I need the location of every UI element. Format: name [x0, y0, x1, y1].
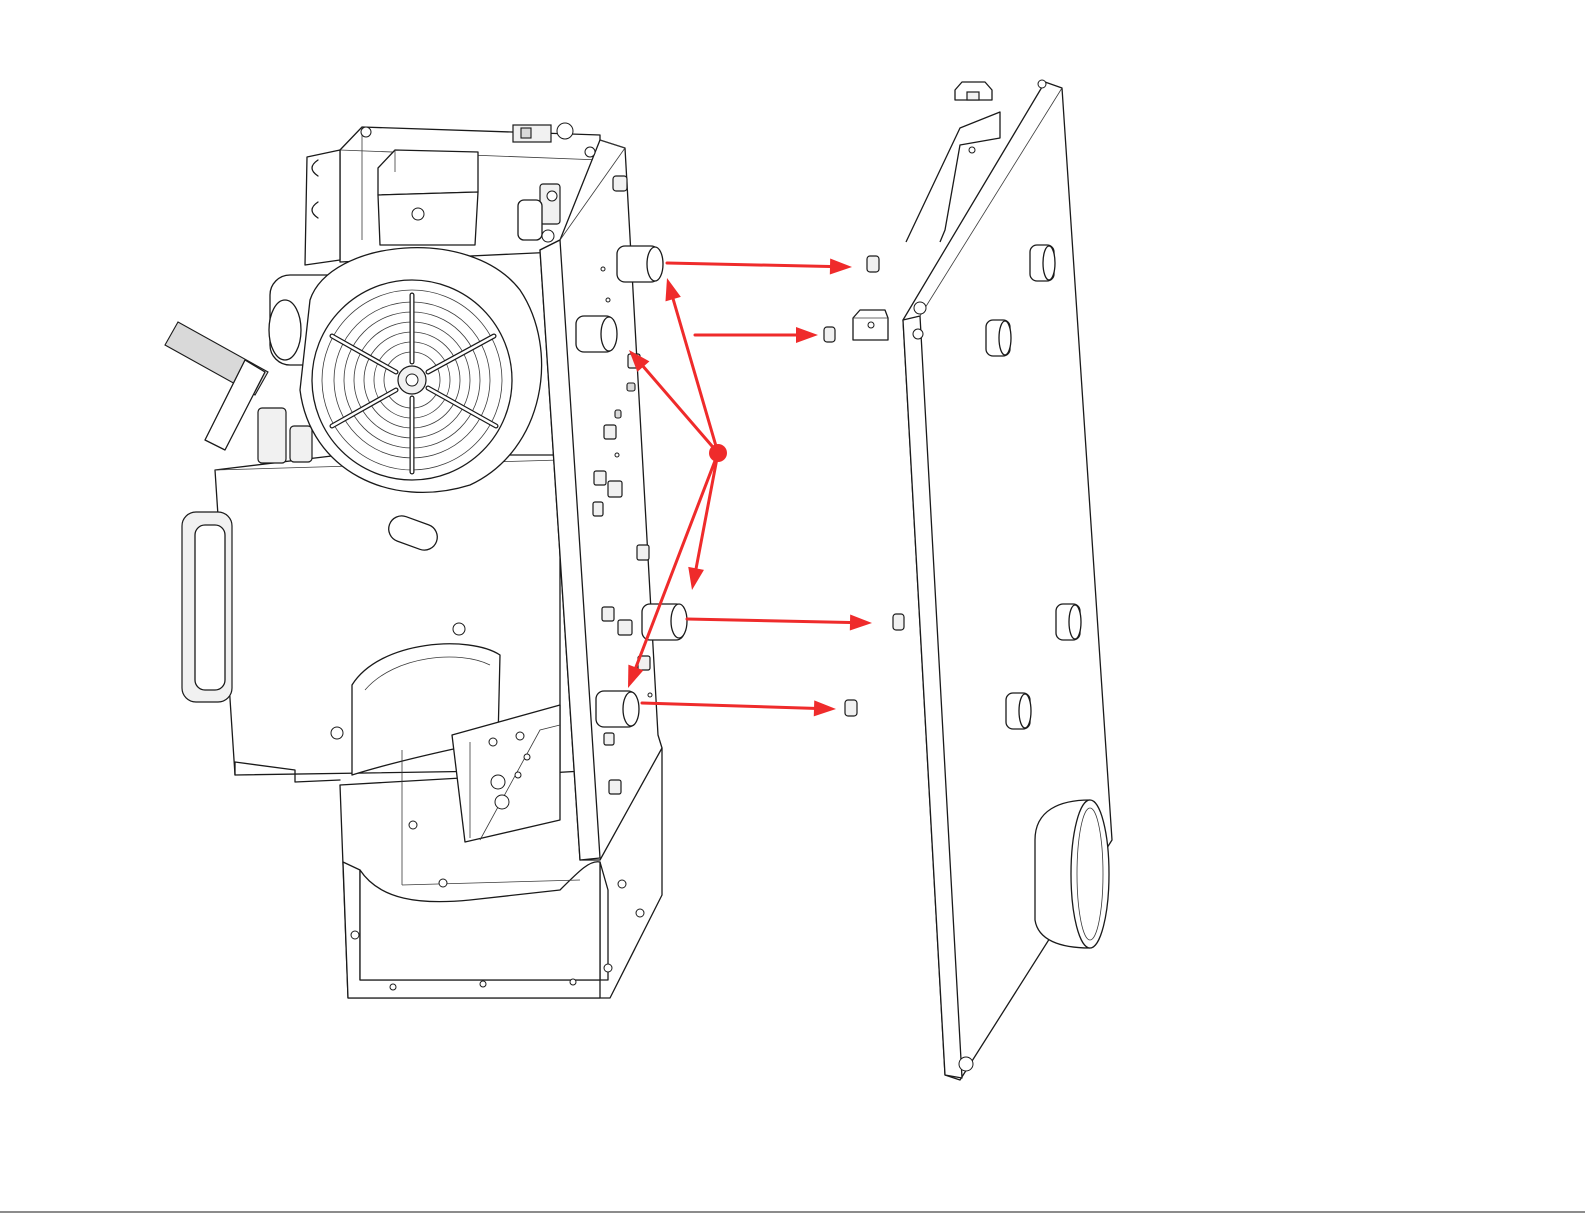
arrow-top-right-arrowhead — [830, 259, 852, 275]
panel-spacer-3 — [1056, 604, 1081, 640]
capacitor-box — [378, 150, 478, 245]
cover-panel — [903, 80, 1112, 1080]
panel-spacer-4 — [1006, 693, 1031, 729]
chassis-assembly — [165, 123, 687, 998]
spacer-top — [617, 246, 663, 282]
arrow-bottom-right-arrowhead — [814, 700, 836, 716]
arrow-to-top-spacer-shaft — [673, 299, 718, 453]
nut-2 — [824, 327, 835, 342]
clip-bracket — [853, 310, 888, 340]
arrow-bottom-right-shaft — [642, 703, 814, 708]
spacer-bottom — [596, 691, 639, 727]
panel-spacer-1 — [1030, 245, 1055, 281]
top-clip — [955, 82, 992, 100]
arrow-hub-dot — [709, 444, 727, 462]
arrow-to-lower-spacer-arrowhead — [688, 567, 704, 590]
arrow-to-lower-spacer-shaft — [696, 453, 718, 568]
fasteners — [824, 256, 904, 716]
arrow-top-right-shaft — [667, 263, 830, 267]
nut-4 — [845, 700, 857, 716]
arrow-lower-right-arrowhead — [850, 615, 872, 631]
handle — [165, 322, 268, 450]
panel-spacer-2 — [986, 320, 1011, 356]
exhaust-collar — [1035, 800, 1109, 948]
nut-3 — [893, 614, 904, 630]
blower-fan — [300, 248, 542, 493]
spacer-upper — [576, 316, 617, 352]
arrow-lower-right-shaft — [687, 619, 850, 623]
arrow-to-top-spacer-arrowhead — [665, 278, 680, 301]
arrow-upper-right-arrowhead — [796, 327, 818, 343]
arrows — [628, 259, 872, 717]
nut-1 — [867, 256, 879, 272]
